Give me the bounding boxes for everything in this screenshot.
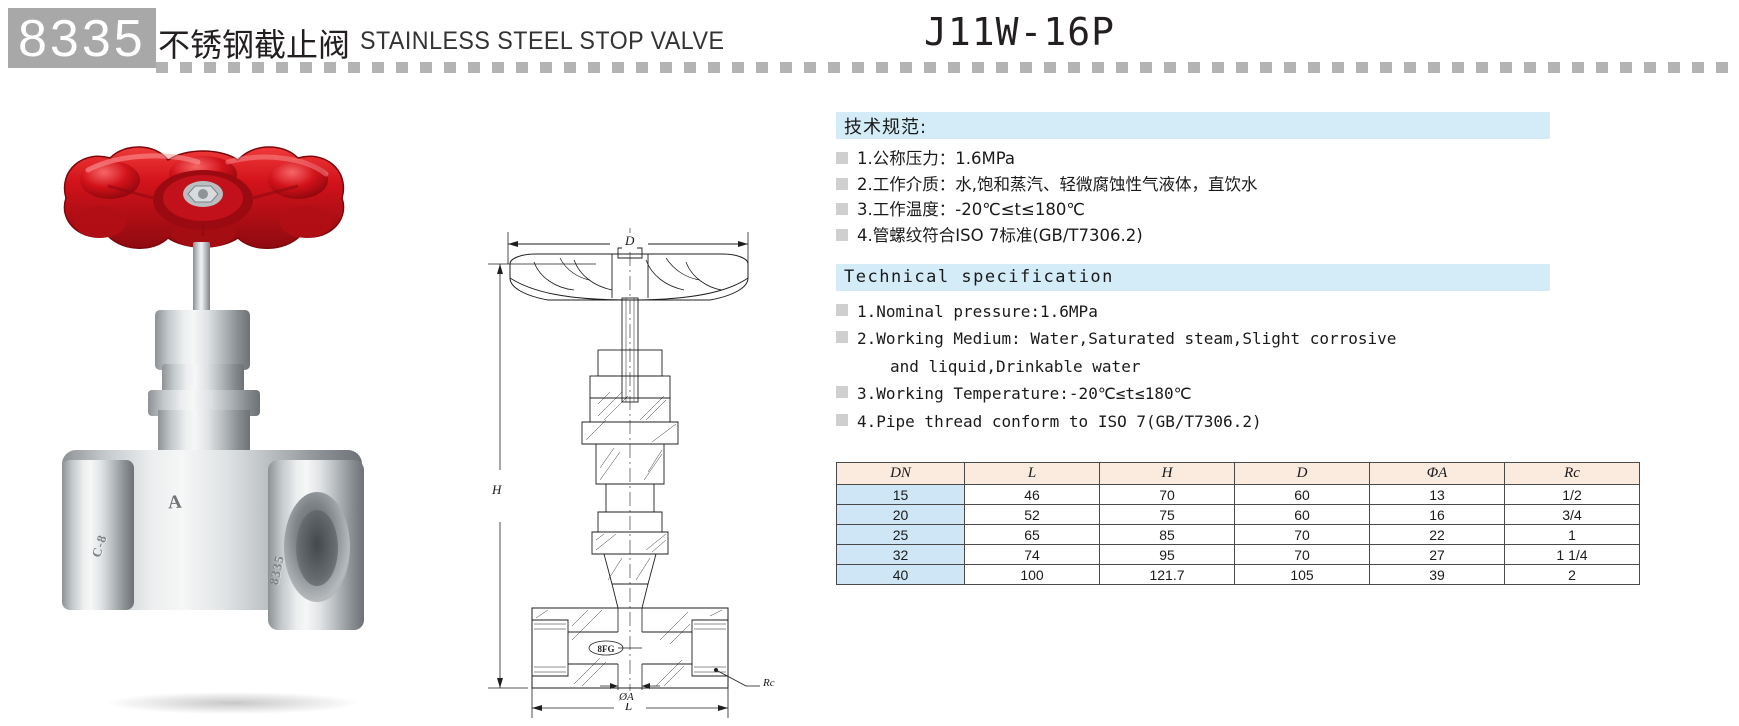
col-header-dn: DN (836, 462, 965, 485)
bullet-square-icon (836, 152, 848, 164)
spec-list-cn: 1.公称压力：1.6MPa 2.工作介质：水,饱和蒸汽、轻微腐蚀性气液体，直饮水… (836, 147, 1596, 247)
bullet-square-icon (836, 413, 848, 426)
table-row: 32 74 95 70 27 1 1/4 (836, 544, 1640, 565)
cell-phia: 27 (1369, 544, 1505, 565)
body-emblem: A (167, 491, 184, 514)
cell-d: 70 (1234, 544, 1370, 565)
table-row: 15 46 70 60 13 1/2 (836, 484, 1640, 505)
packing-nut (155, 310, 250, 370)
spec-text-en-2-cont: and liquid,Drinkable water (890, 356, 1141, 376)
cell-d: 105 (1234, 564, 1370, 585)
cell-l: 100 (964, 564, 1100, 585)
spec-item-cn-4: 4.管螺纹符合ISO 7标准(GB/T7306.2) (836, 224, 1596, 247)
engineering-drawing: 8FG (470, 92, 815, 721)
cell-h: 70 (1099, 484, 1235, 505)
cell-l: 74 (964, 544, 1100, 565)
spec-text-en-4: 4.Pipe thread conform to ISO 7(GB/T7306.… (857, 411, 1262, 431)
table-row: 40 100 121.7 105 39 2 (836, 564, 1640, 585)
cell-d: 70 (1234, 524, 1370, 545)
spec-item-en-2-cont: and liquid,Drinkable water (836, 354, 1596, 379)
page-header: 8335 不锈钢截止阀 STAINLESS STEEL STOP VALVE J… (0, 0, 1739, 86)
table-header-row: DN L H D ΦA Rc (836, 462, 1640, 485)
product-photo: A C-8 8335 (0, 92, 470, 721)
dimension-table: DN L H D ΦA Rc 15 46 70 60 13 1/2 20 52 … (836, 462, 1640, 585)
bullet-square-icon (836, 303, 848, 316)
spec-heading-cn: 技术规范: (844, 116, 928, 138)
model-number: J11W-16P (923, 10, 1116, 54)
cell-dn: 25 (836, 524, 965, 545)
cell-d: 60 (1234, 504, 1370, 525)
cell-d: 60 (1234, 484, 1370, 505)
dashed-divider (156, 62, 1736, 73)
col-header-d: D (1234, 462, 1370, 485)
outlet-bore-inner (296, 510, 338, 586)
specifications-area: 技术规范: 1.公称压力：1.6MPa 2.工作介质：水,饱和蒸汽、轻微腐蚀性气… (836, 112, 1596, 436)
cell-l: 46 (964, 484, 1100, 505)
cell-rc: 3/4 (1504, 504, 1640, 525)
cell-rc: 1/2 (1504, 484, 1640, 505)
spec-text-en-3: 3.Working Temperature:-20℃≤t≤180℃ (857, 384, 1192, 403)
dim-label-phiA: ØA (616, 691, 637, 703)
cell-rc: 1 (1504, 524, 1640, 545)
spec-heading-cn-band: 技术规范: (836, 112, 1550, 139)
spec-text-en-1: 1.Nominal pressure:1.6MPa (857, 301, 1098, 321)
bullet-square-icon (836, 177, 848, 190)
cell-dn: 15 (836, 484, 965, 505)
spec-item-cn-3: 3.工作温度：-20℃≤t≤180℃ (836, 198, 1596, 221)
cell-dn: 40 (836, 564, 965, 585)
bullet-square-icon (836, 331, 848, 343)
spec-item-en-2: 2.Working Medium: Water,Saturated steam,… (836, 326, 1596, 351)
cell-h: 75 (1099, 504, 1235, 525)
cell-l: 52 (964, 504, 1100, 525)
table-row: 25 65 85 70 22 1 (836, 524, 1640, 545)
cell-dn: 32 (836, 544, 965, 565)
bullet-square-icon (836, 386, 848, 398)
bullet-square-icon (836, 228, 848, 241)
spec-item-en-1: 1.Nominal pressure:1.6MPa (836, 299, 1596, 324)
product-code-block: 8335 (8, 8, 156, 68)
spec-text-cn-3: 3.工作温度：-20℃≤t≤180℃ (857, 200, 1085, 219)
cell-phia: 13 (1369, 484, 1505, 505)
dimension-table-wrap: DN L H D ΦA Rc 15 46 70 60 13 1/2 20 52 … (836, 462, 1640, 585)
spec-text-en-2: 2.Working Medium: Water,Saturated steam,… (857, 329, 1397, 348)
handwheel-red (48, 140, 358, 260)
spec-item-cn-1: 1.公称压力：1.6MPa (836, 147, 1596, 170)
product-title-en: STAINLESS STEEL STOP VALVE (360, 27, 725, 55)
drawing-body-mark: 8FG (598, 644, 615, 654)
spec-text-cn-4: 4.管螺纹符合ISO 7标准(GB/T7306.2) (857, 225, 1143, 245)
valve-inlet-hex (62, 460, 134, 610)
col-header-h: H (1099, 462, 1235, 485)
spec-list-en: 1.Nominal pressure:1.6MPa 2.Working Medi… (836, 299, 1596, 434)
spec-text-cn-2: 2.工作介质：水,饱和蒸汽、轻微腐蚀性气液体，直饮水 (857, 174, 1258, 194)
cell-phia: 16 (1369, 504, 1505, 525)
cell-rc: 1 1/4 (1504, 544, 1640, 565)
col-header-l: L (964, 462, 1100, 485)
spec-heading-en-band: Technical specification (836, 263, 1550, 291)
cell-h: 95 (1099, 544, 1235, 565)
spec-item-en-3: 3.Working Temperature:-20℃≤t≤180℃ (836, 381, 1596, 406)
dim-label-H: H (492, 480, 502, 500)
cell-phia: 22 (1369, 524, 1505, 545)
spec-heading-en: Technical specification (844, 267, 1114, 287)
dim-label-Rc: Rc (760, 677, 778, 689)
cell-phia: 39 (1369, 564, 1505, 585)
product-code: 8335 (18, 10, 146, 68)
cell-h: 121.7 (1099, 564, 1235, 585)
cell-dn: 20 (836, 504, 965, 525)
bullet-square-icon (836, 203, 848, 215)
spec-item-en-4: 4.Pipe thread conform to ISO 7(GB/T7306.… (836, 409, 1596, 434)
col-header-phia: ΦA (1369, 462, 1505, 485)
cell-h: 85 (1099, 524, 1235, 545)
cell-l: 65 (964, 524, 1100, 545)
dim-label-D: D (622, 233, 638, 249)
cell-rc: 2 (1504, 564, 1640, 585)
spec-item-cn-2: 2.工作介质：水,饱和蒸汽、轻微腐蚀性气液体，直饮水 (836, 173, 1596, 196)
spec-text-cn-1: 1.公称压力：1.6MPa (857, 149, 1016, 168)
photo-shadow (108, 692, 358, 714)
table-row: 20 52 75 60 16 3/4 (836, 504, 1640, 525)
col-header-rc: Rc (1504, 462, 1640, 485)
product-title-cn: 不锈钢截止阀 (158, 26, 351, 64)
